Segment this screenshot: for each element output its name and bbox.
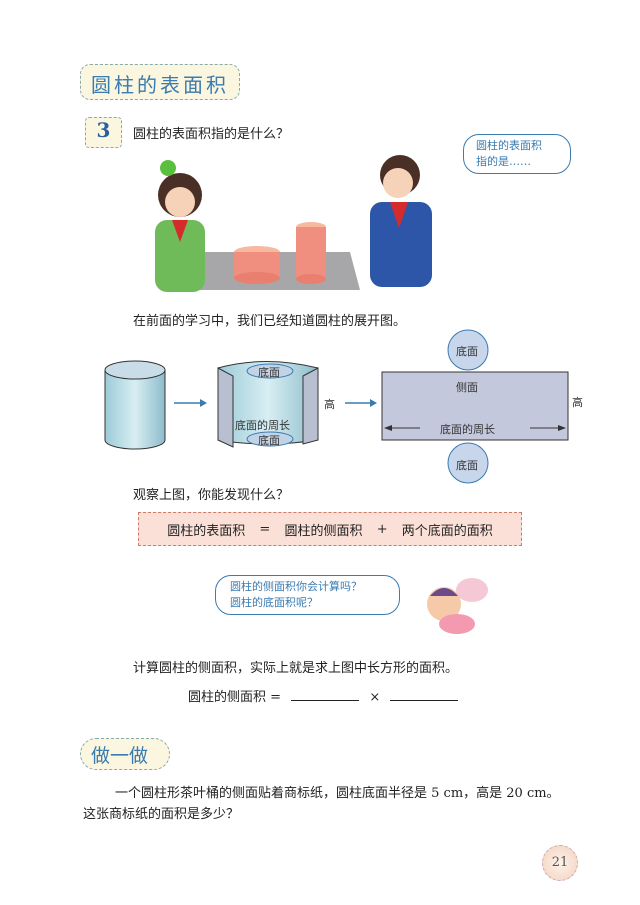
speech-line: 圆柱的侧面积你会计算吗？ xyxy=(230,580,362,593)
children-illustration xyxy=(140,150,450,295)
formula-equals: = xyxy=(259,521,271,537)
height-label: 高 xyxy=(324,398,335,411)
section-title: 圆柱的表面积 xyxy=(80,64,240,100)
lateral-formula-lhs: 圆柱的侧面积 = xyxy=(188,690,282,705)
net-bottom-base-label: 底面 xyxy=(456,459,478,472)
net-top-base-label: 底面 xyxy=(456,345,478,358)
practice-title: 做一做 xyxy=(80,738,170,770)
top-base-label: 底面 xyxy=(258,366,280,379)
surface-area-formula: 圆柱的表面积 = 圆柱的侧面积 + 两个底面的面积 xyxy=(138,512,522,546)
boy-speech-bubble: 圆柱的表面积 指的是…… xyxy=(463,134,571,174)
angel-speech-bubble: 圆柱的侧面积你会计算吗？ 圆柱的底面积呢？ xyxy=(215,575,400,615)
observe-text: 观察上图，你能发现什么？ xyxy=(133,488,290,503)
practice-line-1: 一个圆柱形茶叶桶的侧面贴着商标纸，圆柱底面半径是 5 cm，高是 20 cm。 xyxy=(115,786,560,801)
net-circumference-label: 底面的周长 xyxy=(440,423,495,436)
blank-2[interactable] xyxy=(390,689,459,701)
times-sign: × xyxy=(369,690,381,705)
lateral-area-formula: 圆柱的侧面积 = × xyxy=(188,686,464,705)
bottom-base-label: 底面 xyxy=(258,434,280,447)
practice-line-2: 这张商标纸的面积是多少？ xyxy=(83,807,240,822)
formula-lhs: 圆柱的表面积 xyxy=(167,523,246,539)
angel-illustration xyxy=(412,572,492,638)
speech-line: 圆柱的底面积呢？ xyxy=(230,596,318,609)
speech-line: 指的是…… xyxy=(476,155,531,168)
unrolled-circumference-label: 底面的周长 xyxy=(235,419,290,432)
formula-term2: 两个底面的面积 xyxy=(401,523,493,539)
example-number: 3 xyxy=(85,117,122,148)
lateral-area-text: 计算圆柱的侧面积，实际上就是求上图中长方形的面积。 xyxy=(133,661,459,676)
page-number: 21 xyxy=(542,845,578,881)
formula-plus: + xyxy=(376,521,388,537)
intro-text: 在前面的学习中，我们已经知道圆柱的展开图。 xyxy=(133,314,407,329)
lateral-label: 侧面 xyxy=(456,381,478,394)
formula-term1: 圆柱的侧面积 xyxy=(284,523,363,539)
blank-1[interactable] xyxy=(291,689,360,701)
speech-line: 圆柱的表面积 xyxy=(476,139,542,152)
net-height-label: 高 xyxy=(572,396,583,409)
example-question: 圆柱的表面积指的是什么？ xyxy=(133,127,290,142)
